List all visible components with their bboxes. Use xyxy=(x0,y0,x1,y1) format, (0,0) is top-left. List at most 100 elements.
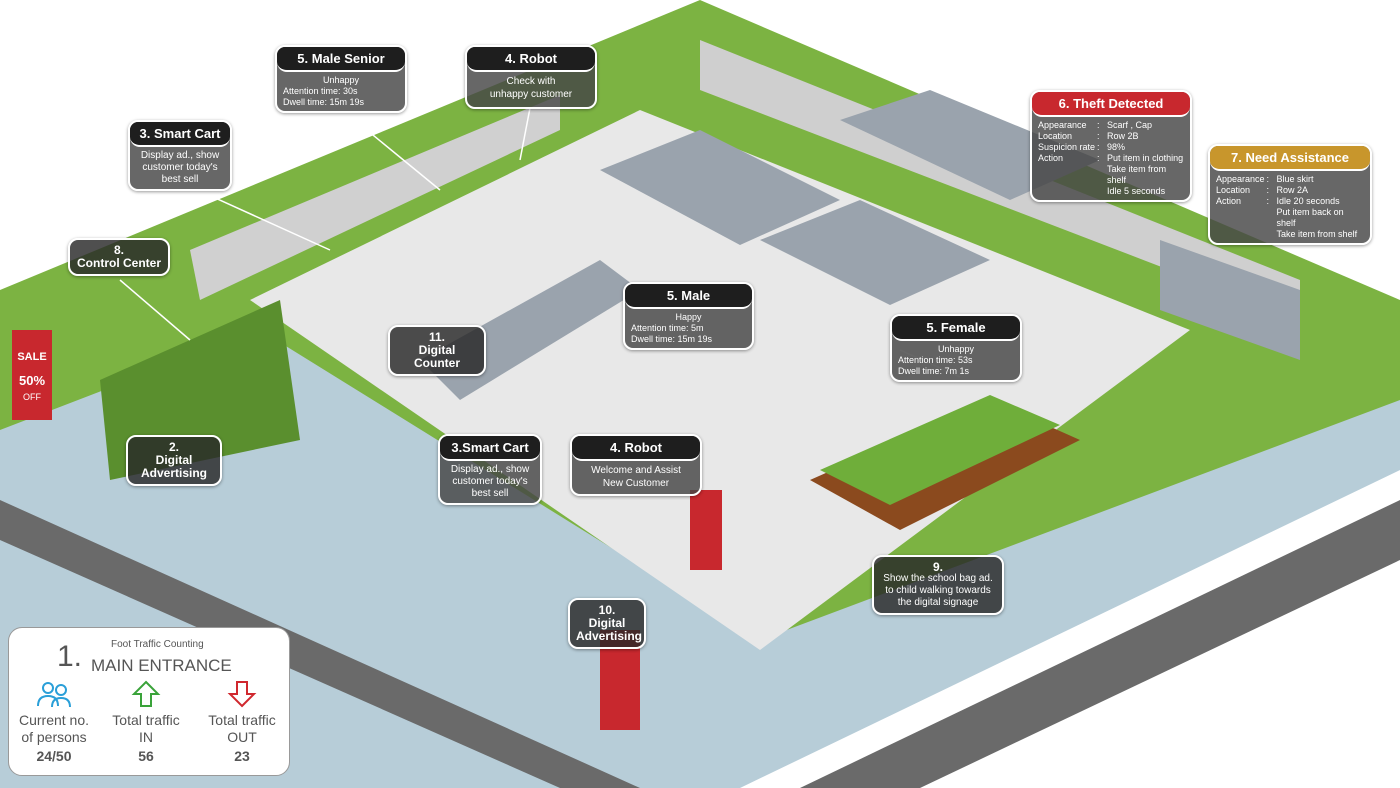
stat-label: Current no. xyxy=(18,712,90,728)
callout-control-center: 8. Control Center xyxy=(68,238,170,276)
row-sep: : xyxy=(1097,120,1100,130)
sale-sign: SALE 50% OFF xyxy=(12,330,52,420)
callout-text: Check with xyxy=(506,76,556,87)
row-value: Idle 5 seconds xyxy=(1107,186,1166,196)
stat-value: 56 xyxy=(138,748,154,764)
callout-need-assistance: 7. Need Assistance Appearance: Blue skirt… xyxy=(1208,144,1372,245)
callout-title: Digital xyxy=(588,616,626,630)
mood: Happy xyxy=(675,312,702,322)
panel-number: 1. xyxy=(57,640,83,673)
callout-male-senior: 5. Male Senior Unhappy Attention time: 3… xyxy=(275,45,407,113)
callout-title: Advertising xyxy=(576,629,643,643)
callout-text: Show the school bag ad. xyxy=(883,573,993,584)
stat-label: IN xyxy=(139,729,153,745)
callout-robot-top: 4. Robot Check with unhappy customer xyxy=(465,45,597,109)
mood: Unhappy xyxy=(937,344,975,354)
stat-current-persons: Current no. of persons 24/50 xyxy=(9,680,99,765)
row-sep: : xyxy=(1266,196,1270,206)
left-wall xyxy=(190,95,560,300)
callout-school-bag: 9. Show the school bag ad. to child walk… xyxy=(872,555,1004,615)
row-value: Blue skirt xyxy=(1276,174,1314,184)
stat-traffic-in: Total traffic IN 56 xyxy=(101,680,191,765)
row-sep: : xyxy=(1266,174,1270,184)
callout-title: 6. Theft Detected xyxy=(1032,92,1190,117)
main-entrance-panel: 1. Foot Traffic Counting MAIN ENTRANCE C… xyxy=(8,627,290,776)
dwell-time: Dwell time: 15m 19s xyxy=(631,334,713,344)
stat-label: of persons xyxy=(21,729,87,745)
callout-text: New Customer xyxy=(602,478,670,489)
row-value: Take item from shelf xyxy=(1276,229,1358,239)
callout-title: Advertising xyxy=(140,466,207,480)
callout-text: customer today's xyxy=(142,162,218,173)
row-sep xyxy=(1097,186,1105,197)
row-key: Suspicion rate xyxy=(1038,142,1096,152)
callout-number: 2. xyxy=(168,440,179,454)
dwell-time: Dwell time: 15m 19s xyxy=(283,97,365,107)
road xyxy=(0,500,640,788)
callout-text: Welcome and Assist xyxy=(591,465,681,476)
row-key: Appearance xyxy=(1216,174,1265,184)
callout-title: Digital Counter xyxy=(414,343,460,370)
row-value: Row 2B xyxy=(1107,131,1139,141)
sale-sign-pct: 50% xyxy=(19,373,45,388)
row-value: Take item from shelf xyxy=(1107,164,1167,185)
callout-text: best sell xyxy=(161,174,199,185)
stat-label: OUT xyxy=(227,729,257,745)
callout-text: customer today's xyxy=(452,476,528,487)
attention-time: Attention time: 5m xyxy=(631,323,704,333)
stat-label: Total traffic xyxy=(112,712,180,728)
arrow-down-icon xyxy=(227,681,257,708)
attention-time: Attention time: 30s xyxy=(283,86,358,96)
arrow-up-icon xyxy=(131,680,161,707)
callout-title: 5. Female xyxy=(892,316,1020,341)
digital-signage xyxy=(690,490,722,570)
callout-title: 4. Robot xyxy=(572,436,700,461)
stat-value: 24/50 xyxy=(36,748,72,764)
callout-male: 5. Male Happy Attention time: 5m Dwell t… xyxy=(623,282,754,350)
row-key xyxy=(1216,207,1265,229)
callout-title: 7. Need Assistance xyxy=(1210,146,1370,171)
callout-text: the digital signage xyxy=(897,597,979,608)
callout-digital-advertising-left: 2. Digital Advertising xyxy=(126,435,222,486)
row-key xyxy=(1216,229,1265,240)
row-value: Row 2A xyxy=(1276,185,1309,195)
row-key xyxy=(1038,164,1095,186)
panel-subtitle: Foot Traffic Counting xyxy=(111,639,204,650)
callout-title: 5. Male Senior xyxy=(277,47,405,72)
row-value: Scarf , Cap xyxy=(1107,120,1153,130)
row-sep: : xyxy=(1266,185,1270,195)
callout-number: 11. xyxy=(428,330,446,344)
callout-text: unhappy customer xyxy=(489,89,573,100)
row-key: Location xyxy=(1038,131,1073,141)
callout-title: 3. Smart Cart xyxy=(130,122,230,147)
sale-sign-off: OFF xyxy=(23,392,41,402)
row-key: Action xyxy=(1038,153,1064,163)
callout-title: Control Center xyxy=(77,256,161,270)
callout-number: 10. xyxy=(598,603,616,617)
row-value: Idle 20 seconds xyxy=(1276,196,1340,206)
mood: Unhappy xyxy=(322,75,360,85)
callout-text: Display ad., show xyxy=(450,464,530,475)
row-sep xyxy=(1267,229,1275,240)
sale-sign-text: SALE xyxy=(17,351,46,363)
row-sep: : xyxy=(1097,131,1100,141)
stat-traffic-out: Total traffic OUT 23 xyxy=(197,680,287,765)
callout-number: 8. xyxy=(113,243,124,257)
row-sep: : xyxy=(1097,142,1100,152)
produce-stand xyxy=(810,395,1080,530)
people-icon xyxy=(37,682,71,708)
callout-title: 4. Robot xyxy=(467,47,595,72)
callout-text: Display ad., show xyxy=(140,150,220,161)
callout-text: to child walking towards xyxy=(885,585,991,596)
callout-title: Digital xyxy=(155,453,193,467)
row-value: Put item back on shelf xyxy=(1276,207,1344,228)
stat-label: Total traffic xyxy=(208,712,276,728)
callout-title: 5. Male xyxy=(625,284,752,309)
stat-value: 23 xyxy=(234,748,250,764)
callout-digital-counter: 11. Digital Counter xyxy=(388,325,486,376)
row-sep xyxy=(1097,164,1105,186)
callout-number: 9. xyxy=(932,560,943,574)
